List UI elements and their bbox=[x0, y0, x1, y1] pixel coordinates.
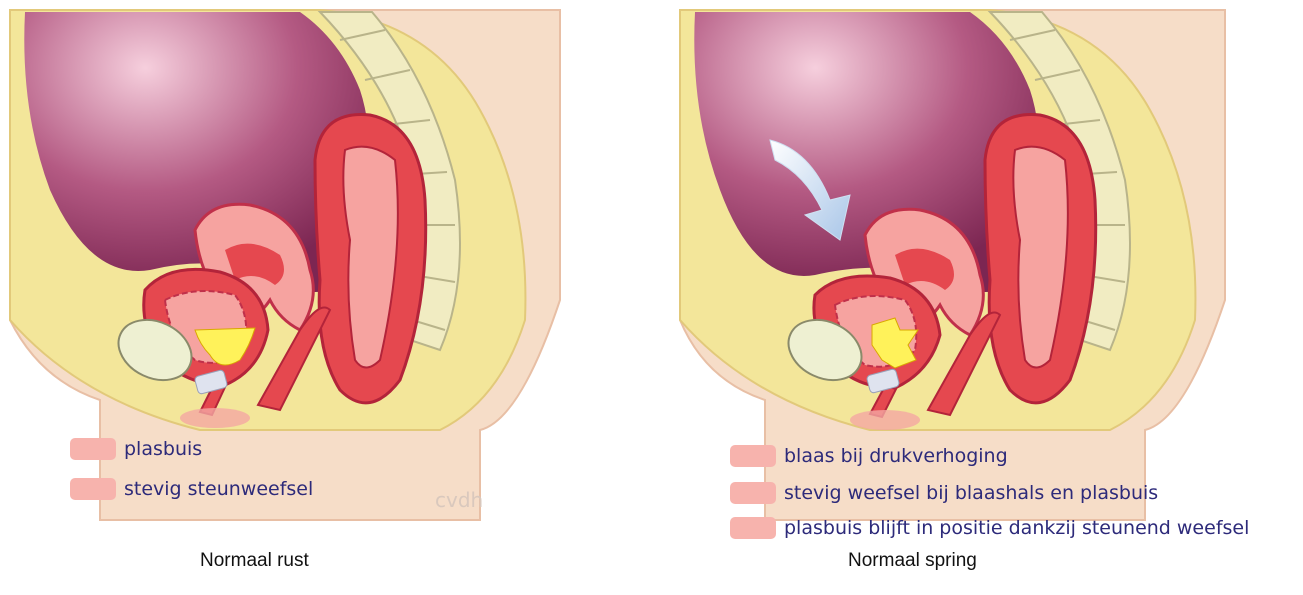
legend-swatch bbox=[70, 438, 116, 460]
legend-item: plasbuis blijft in positie dankzij steun… bbox=[730, 517, 1249, 539]
caption: Normaal rust bbox=[200, 550, 309, 572]
pelvis-illustration-rest bbox=[0, 0, 620, 595]
legend-item: stevig steunweefsel bbox=[70, 478, 313, 500]
pelvis-illustration-spring bbox=[650, 0, 1303, 595]
legend-label: plasbuis bbox=[124, 438, 202, 460]
legend-swatch bbox=[70, 478, 116, 500]
legend-label: blaas bij drukverhoging bbox=[784, 445, 1008, 467]
legend-label: plasbuis blijft in positie dankzij steun… bbox=[784, 517, 1249, 539]
watermark: cvdh bbox=[435, 488, 483, 512]
legend-item: plasbuis bbox=[70, 438, 202, 460]
legend-label: stevig steunweefsel bbox=[124, 478, 313, 500]
caption: Normaal spring bbox=[848, 550, 977, 572]
legend-swatch bbox=[730, 517, 776, 539]
legend-label: stevig weefsel bij blaashals en plasbuis bbox=[784, 482, 1158, 504]
panel-rest: plasbuis stevig steunweefsel cvdh Normaa… bbox=[0, 0, 620, 595]
legend-swatch bbox=[730, 445, 776, 467]
legend-item: stevig weefsel bij blaashals en plasbuis bbox=[730, 482, 1158, 504]
legend-item: blaas bij drukverhoging bbox=[730, 445, 1008, 467]
panel-spring: blaas bij drukverhoging stevig weefsel b… bbox=[650, 0, 1303, 595]
legend-swatch bbox=[730, 482, 776, 504]
